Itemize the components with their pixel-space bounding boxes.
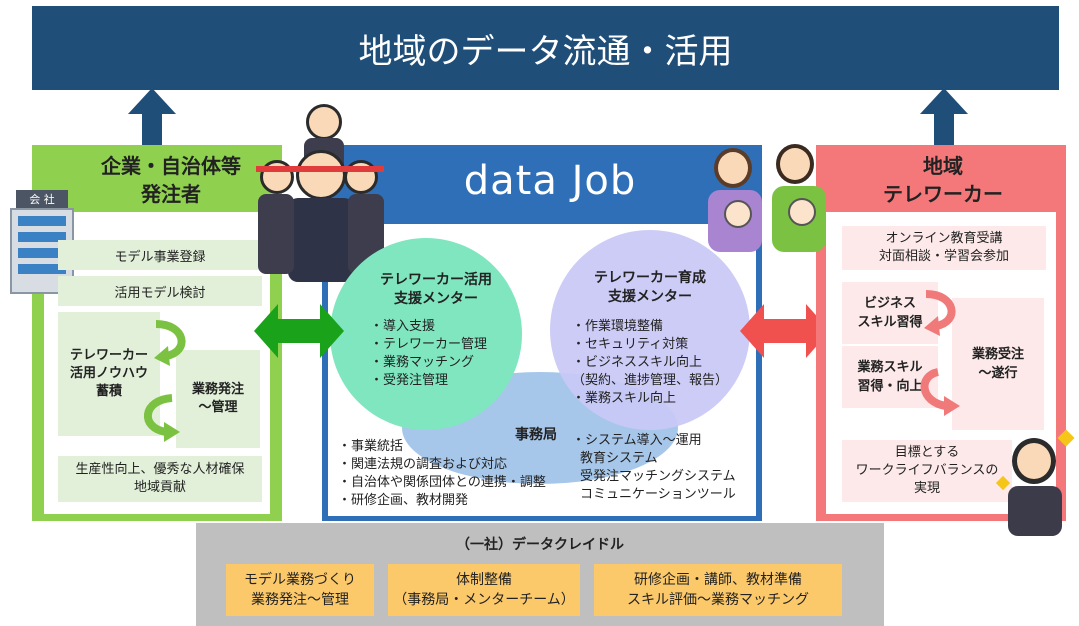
organization-name: （一社）データクレイドル xyxy=(456,537,624,553)
knowhow-box: テレワーカー 活用ノウハウ 蓄積 xyxy=(58,312,160,436)
datajob-title: data Job xyxy=(463,158,637,204)
happy-worker-illustration xyxy=(995,428,1078,538)
mentor-team-illustration xyxy=(256,104,386,284)
client-panel-title: 企業・自治体等 発注者 xyxy=(101,154,241,206)
cycle-arrow-left-top-icon xyxy=(154,320,186,366)
up-arrow-left-icon xyxy=(128,88,176,150)
training-planning-box: 研修企画・講師、教材準備 スキル評価～業務マッチング xyxy=(594,564,842,616)
online-education-box: オンライン教育受講 対面相談・学習会参加 xyxy=(842,226,1046,270)
top-banner: 地域のデータ流通・活用 xyxy=(32,6,1059,90)
usage-mentor-list: ・導入支援 ・テレワーカー管理 ・業務マッチング ・受発注管理 xyxy=(370,319,488,388)
order-management-box: 業務発注 ～管理 xyxy=(176,350,260,448)
teleworker-panel-title: 地域 テレワーカー xyxy=(883,154,1003,206)
structure-box: 体制整備 （事務局・メンターチーム） xyxy=(388,564,580,616)
cycle-arrow-right-bottom-icon xyxy=(920,368,960,416)
work-skill-box: 業務スキル 習得・向上 xyxy=(842,346,938,408)
model-review-box: 活用モデル検討 xyxy=(58,276,262,306)
office-title: 事務局 xyxy=(515,427,557,443)
banner-title: 地域のデータ流通・活用 xyxy=(358,31,733,72)
result-box: 生産性向上、優秀な人材確保 地域貢献 xyxy=(58,456,262,502)
training-mentor-list: ・作業環境整備 ・セキュリティ対策 ・ビジネススキル向上 （契約、進捗管理、報告… xyxy=(572,319,729,406)
model-business-box: モデル業務づくり 業務発注～管理 xyxy=(226,564,374,616)
double-arrow-left-icon xyxy=(254,304,344,358)
office-list-right: ・システム導入～運用 教育システム 受発注マッチングシステム コミュニケーション… xyxy=(572,433,736,502)
office-list-left: ・事業統括 ・関連法規の調査および対応 ・自治体や関係団体との連携・調整 ・研修… xyxy=(338,439,546,508)
mentor-venn-diagram xyxy=(330,230,750,484)
order-execution-box: 業務受注 ～遂行 xyxy=(952,298,1044,430)
double-arrow-right-icon xyxy=(740,304,830,358)
family-illustration xyxy=(706,140,830,258)
business-skill-box: ビジネス スキル習得 xyxy=(842,282,938,344)
worklife-goal-box: 目標とする ワークライフバランスの 実現 xyxy=(842,440,1012,502)
model-registration-box: モデル事業登録 xyxy=(58,240,262,270)
cycle-arrow-right-top-icon xyxy=(924,290,956,336)
training-mentor-title: テレワーカー育成 支援メンター xyxy=(594,270,706,305)
usage-mentor-title: テレワーカー活用 支援メンター xyxy=(380,272,492,307)
cycle-arrow-left-bottom-icon xyxy=(144,394,180,442)
up-arrow-right-icon xyxy=(920,88,968,150)
